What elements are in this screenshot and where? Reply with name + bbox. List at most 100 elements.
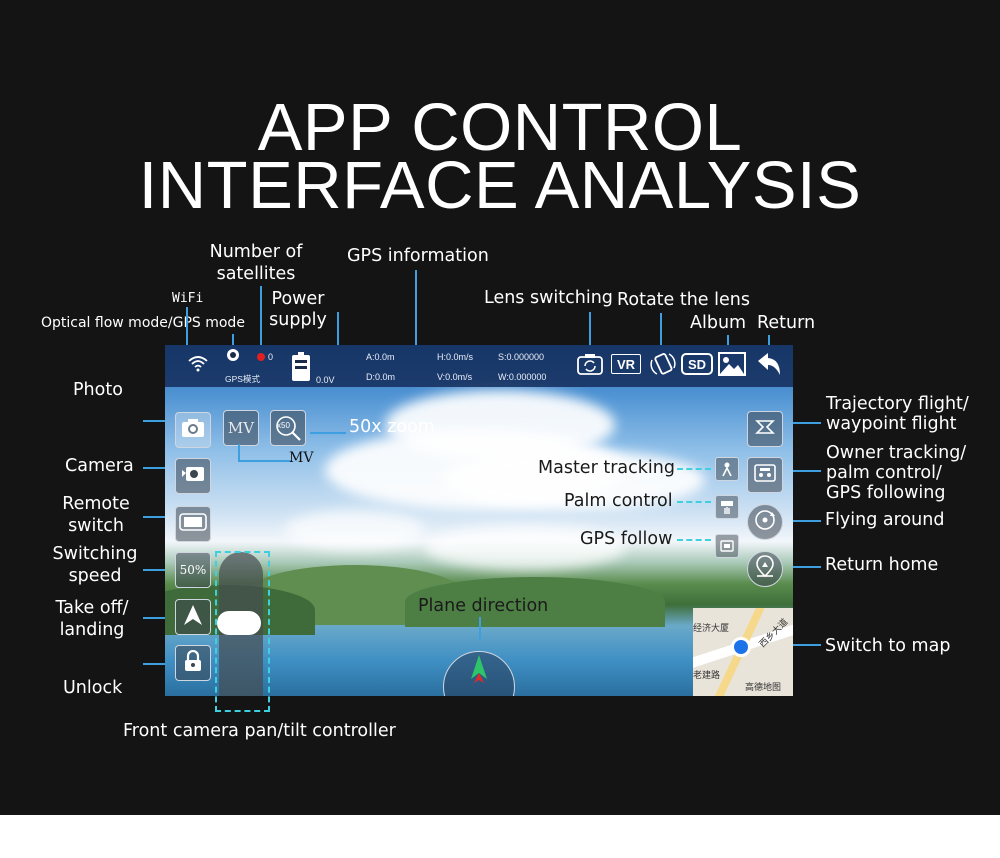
leader-orbit [787, 520, 821, 522]
leader-mv [238, 444, 240, 462]
label-album: Album [690, 313, 747, 333]
label-photo: Photo [73, 380, 123, 400]
leader-gps-info [415, 270, 417, 348]
magnifier-icon: x50 [274, 414, 302, 442]
orbit-button[interactable] [747, 504, 783, 540]
cloud [425, 525, 625, 570]
album-icon[interactable] [718, 352, 746, 381]
gps-follow-button[interactable] [715, 534, 739, 558]
zoom-button[interactable]: x50 [270, 410, 306, 446]
gps-w: W:0.000000 [498, 372, 547, 382]
label-zoom: 50x zoom [349, 417, 435, 437]
battery-icon [290, 351, 314, 388]
mode-icon[interactable] [226, 348, 240, 367]
compass [443, 651, 515, 696]
label-remote-1: Remote [62, 494, 130, 514]
photo-button[interactable] [175, 412, 211, 448]
leader-mv-h [238, 460, 292, 462]
vr-button[interactable]: VR [611, 354, 641, 374]
video-button[interactable] [175, 458, 211, 494]
label-satellites-2: satellites [216, 264, 296, 284]
label-flying-around: Flying around [825, 510, 945, 530]
label-wifi: WiFi [172, 291, 204, 306]
leader-speed [143, 569, 176, 571]
label-owner-1: Owner tracking/ [826, 443, 967, 463]
location-dot-icon [731, 637, 751, 657]
waypoint-button[interactable] [747, 411, 783, 447]
label-speed-2: speed [68, 566, 122, 586]
video-icon [181, 465, 205, 488]
leader-photo [143, 420, 176, 422]
label-mv: MV [289, 450, 314, 466]
leader-wifi [186, 307, 188, 347]
leader-mode [232, 334, 234, 347]
leader-takeoff [143, 617, 176, 619]
rotate-icon[interactable] [649, 350, 677, 383]
label-master-tracking: Master tracking [538, 458, 675, 478]
satellite-icon [256, 349, 266, 367]
label-trajectory-1: Trajectory flight/ [826, 394, 969, 414]
gimbal-highlight [215, 551, 270, 712]
return-arrow-icon[interactable] [755, 351, 783, 382]
label-owner-2: palm control/ [826, 463, 942, 483]
speed-button[interactable]: 50% [175, 552, 211, 588]
label-takeoff-2: landing [59, 620, 125, 640]
sd-button[interactable]: SD [681, 353, 713, 375]
leader-lens [589, 312, 591, 352]
label-pan-tilt: Front camera pan/tilt controller [123, 721, 396, 741]
gimbal-thumb[interactable] [217, 611, 261, 635]
label-owner-3: GPS following [826, 483, 946, 503]
map-thumbnail[interactable]: 经济大厦 西乡大道 老建路 高德地图 [693, 608, 793, 696]
gps-s: S:0.000000 [498, 352, 545, 362]
palm-control-button[interactable] [715, 495, 739, 519]
label-power-2: supply [269, 310, 327, 330]
label-gps-info: GPS information [347, 246, 489, 266]
wifi-icon [187, 354, 209, 377]
remote-icon [179, 512, 207, 537]
hill [405, 577, 665, 627]
leader-camera [143, 467, 176, 469]
label-satellites-1: Number of [209, 242, 303, 262]
leader-owner [787, 470, 821, 472]
label-power-1: Power [271, 289, 325, 309]
return-home-button[interactable] [747, 551, 783, 587]
infographic-stage: APP CONTROL INTERFACE ANALYSIS WiFi Opti… [0, 0, 1000, 815]
gps-a: A:0.0m [366, 352, 395, 362]
label-return-home: Return home [825, 555, 939, 575]
leader-home [787, 566, 821, 568]
label-optical-flow: Optical flow mode/GPS mode [41, 315, 245, 331]
takeoff-button[interactable] [175, 599, 211, 635]
map-label: 老建路 [693, 670, 721, 680]
zoom-level: x50 [277, 421, 290, 430]
leader-return [768, 335, 770, 349]
gps-v: V:0.0m/s [437, 372, 473, 382]
master-tracking-button[interactable] [715, 457, 739, 481]
leader-rotate [660, 313, 662, 349]
voltage-readout: 0.0V [316, 375, 335, 385]
leader-album [727, 335, 729, 349]
label-switch-map: Switch to map [825, 636, 951, 656]
owner-tracking-button[interactable] [747, 457, 783, 493]
remote-switch-button[interactable] [175, 506, 211, 542]
leader-remote [143, 516, 176, 518]
label-takeoff-1: Take off/ [55, 598, 129, 618]
label-unlock: Unlock [63, 678, 123, 698]
label-speed-1: Switching [52, 544, 138, 564]
leader-unlock [143, 663, 176, 665]
leader-master [677, 468, 711, 470]
label-plane-direction: Plane direction [418, 596, 549, 616]
label-gps-follow: GPS follow [580, 529, 673, 549]
gps-h: H:0.0m/s [437, 352, 474, 362]
home-icon [753, 554, 777, 585]
map-label: 高德地图 [745, 682, 782, 692]
mv-button[interactable]: MV [223, 410, 259, 446]
label-lens-switching: Lens switching [484, 288, 613, 308]
camera-icon [181, 418, 205, 443]
status-bar: GPS模式 0 0.0V A:0.0m D:0.0m H:0.0m/s V:0.… [165, 345, 793, 387]
lens-switch-button[interactable] [576, 352, 604, 381]
unlock-button[interactable] [175, 645, 211, 681]
label-palm-control: Palm control [564, 491, 673, 511]
mode-label: GPS模式 [225, 374, 260, 384]
takeoff-icon [182, 604, 204, 631]
leader-trajectory [787, 422, 821, 424]
